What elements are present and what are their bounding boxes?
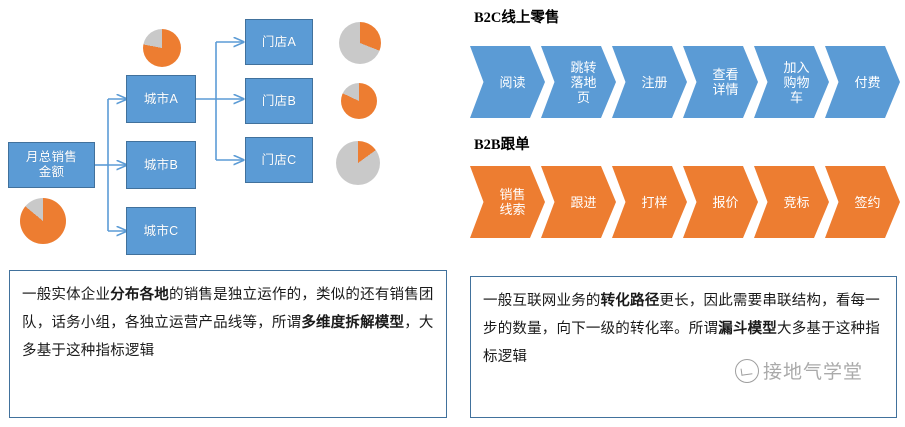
funnel-step-b2c-5-label: 加入 购物 车 bbox=[783, 59, 810, 105]
store-c-pie-chart bbox=[336, 141, 380, 185]
funnel-title-b2b: B2B跟单 bbox=[474, 137, 530, 153]
node-store-c[interactable]: 门店C bbox=[245, 137, 313, 183]
node-city-b[interactable]: 城市B bbox=[126, 141, 196, 189]
node-city-a[interactable]: 城市A bbox=[126, 75, 196, 123]
node-city-c-label: 城市C bbox=[143, 223, 179, 238]
callout-left: 一般实体企业分布各地的销售是独立运作的，类似的还有销售团队，话务小组，各独立运营… bbox=[9, 270, 447, 418]
node-store-c-label: 门店C bbox=[261, 152, 297, 167]
funnel-step-b2c-2-label: 跳转 落地 页 bbox=[570, 59, 597, 105]
funnel-step-b2c-4-label: 查看 详情 bbox=[712, 67, 739, 97]
funnel-step-b2b-5-label: 竞标 bbox=[783, 194, 810, 210]
funnel-step-b2b-2-label: 跟进 bbox=[570, 194, 597, 210]
funnel-step-b2b-2[interactable]: 跟进 bbox=[541, 166, 616, 238]
root-pie-chart bbox=[20, 198, 66, 244]
callout-run: 一般实体企业 bbox=[22, 287, 111, 303]
node-root[interactable]: 月总销售 金额 bbox=[8, 142, 95, 188]
multi-dimension-tree-diagram: 月总销售 金额 城市A 城市B 城市C 门店A 门店B 门店C bbox=[0, 0, 455, 262]
callout-run: 一般互联网业务的 bbox=[483, 293, 601, 309]
funnel-step-b2c-1-label: 阅读 bbox=[499, 74, 526, 90]
callout-emphasis: 分布各地 bbox=[110, 287, 170, 303]
funnel-step-b2b-3[interactable]: 打样 bbox=[612, 166, 687, 238]
funnel-step-b2c-4[interactable]: 查看 详情 bbox=[683, 46, 758, 118]
funnel-step-b2b-4-label: 报价 bbox=[712, 194, 739, 210]
tree-connectors bbox=[95, 0, 455, 262]
funnel-step-b2c-3-label: 注册 bbox=[641, 74, 668, 90]
funnel-step-b2b-6-label: 签约 bbox=[854, 194, 881, 210]
city-a-pie-chart bbox=[143, 29, 181, 67]
callout-right: 一般互联网业务的转化路径更长，因此需要串联结构，看每一步的数量，向下一级的转化率… bbox=[470, 276, 897, 418]
funnel-step-b2b-1[interactable]: 销售 线索 bbox=[470, 166, 545, 238]
callout-emphasis: 转化路径 bbox=[600, 293, 660, 309]
callout-run: 大多基于这种指标逻辑 bbox=[483, 321, 880, 365]
funnel-step-b2c-6-label: 付费 bbox=[854, 74, 881, 90]
callout-run: 的销售是独立运作的，类似的还有销售团队，话务小组，各独立运营产品线等，所谓 bbox=[22, 287, 434, 331]
funnel-step-b2c-5[interactable]: 加入 购物 车 bbox=[754, 46, 829, 118]
callout-emphasis: 多维度拆解模型 bbox=[301, 315, 405, 331]
funnel-title-b2c: B2C线上零售 bbox=[474, 10, 560, 26]
funnel-step-b2b-6[interactable]: 签约 bbox=[825, 166, 900, 238]
funnel-step-b2b-3-label: 打样 bbox=[641, 194, 668, 210]
callout-run: ，大多基于这种指标逻辑 bbox=[22, 315, 434, 359]
node-store-a[interactable]: 门店A bbox=[245, 19, 313, 65]
funnel-step-b2b-4[interactable]: 报价 bbox=[683, 166, 758, 238]
node-store-b-label: 门店B bbox=[261, 93, 297, 108]
node-city-c[interactable]: 城市C bbox=[126, 207, 196, 255]
funnel-step-b2b-1-label: 销售 线索 bbox=[499, 187, 526, 217]
funnel-diagrams: B2C线上零售 B2B跟单 阅读 跳转 落地 页 注册 查看 详情 加入 购物 … bbox=[462, 0, 905, 258]
callout-left-text: 一般实体企业分布各地的销售是独立运作的，类似的还有销售团队，话务小组，各独立运营… bbox=[22, 281, 434, 365]
node-city-b-label: 城市B bbox=[143, 157, 179, 172]
funnel-step-b2c-1[interactable]: 阅读 bbox=[470, 46, 545, 118]
funnel-step-b2c-6[interactable]: 付费 bbox=[825, 46, 900, 118]
store-b-pie-chart bbox=[341, 83, 377, 119]
node-city-a-label: 城市A bbox=[143, 91, 179, 106]
funnel-step-b2c-2[interactable]: 跳转 落地 页 bbox=[541, 46, 616, 118]
node-store-b[interactable]: 门店B bbox=[245, 78, 313, 124]
store-a-pie-chart bbox=[339, 22, 381, 64]
callout-run: 更长，因此需要串联结构，看每一步的数量，向下一级的转化率。所谓 bbox=[483, 293, 880, 337]
node-store-a-label: 门店A bbox=[261, 34, 297, 49]
node-root-label: 月总销售 金额 bbox=[25, 150, 78, 179]
funnel-step-b2b-5[interactable]: 竞标 bbox=[754, 166, 829, 238]
callout-right-text: 一般互联网业务的转化路径更长，因此需要串联结构，看每一步的数量，向下一级的转化率… bbox=[483, 287, 884, 371]
callout-emphasis: 漏斗模型 bbox=[718, 321, 778, 337]
funnel-step-b2c-3[interactable]: 注册 bbox=[612, 46, 687, 118]
